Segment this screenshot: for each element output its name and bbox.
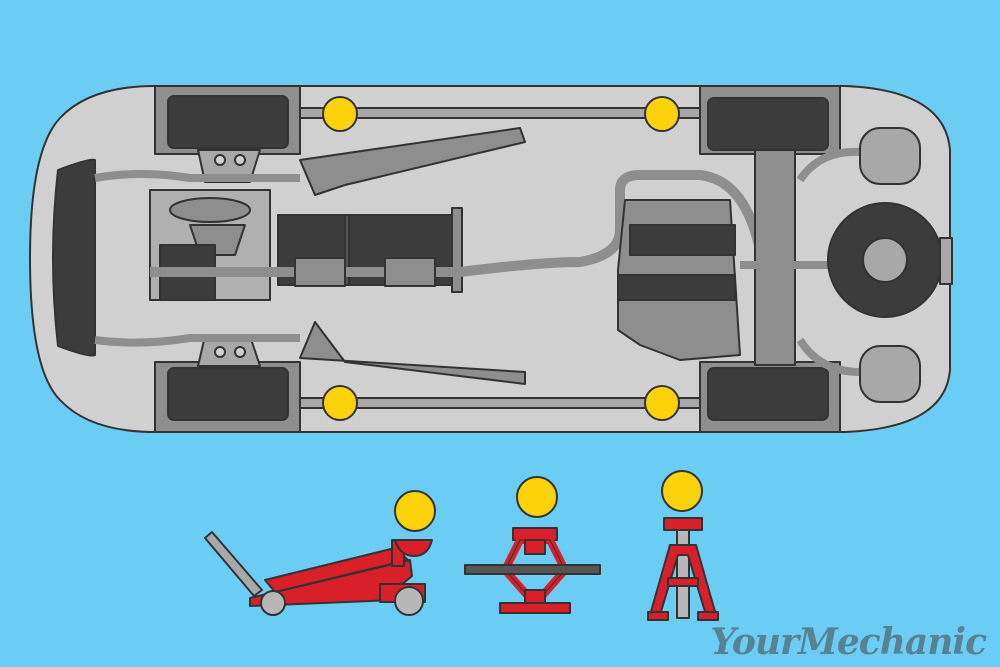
side-rail-bottom: [299, 397, 701, 409]
lift-point-jack-stand: [661, 470, 703, 512]
tire-rear-right: [707, 367, 829, 421]
lift-point-front-bottom: [322, 385, 358, 421]
lift-point-front-top: [322, 96, 358, 132]
spare-tire-hub: [862, 237, 908, 283]
tire-rear-left: [707, 97, 829, 151]
lift-point-rear-top: [644, 96, 680, 132]
side-rail-top: [299, 107, 701, 119]
scissor-jack-icon: [464, 476, 601, 614]
floor-jack-icon: [204, 490, 436, 616]
front-bumper: [52, 158, 96, 357]
exhaust-pipe: [150, 170, 765, 277]
jack-stand-icon: [647, 470, 719, 621]
rear-axle: [754, 149, 796, 366]
lift-point-floor-jack: [394, 490, 436, 532]
lift-point-scissor-jack: [516, 476, 558, 518]
control-arm-top: [299, 127, 526, 196]
rear-muffler-bottom: [859, 345, 921, 403]
muffler-front: [294, 257, 346, 287]
control-arm-bottom: [299, 321, 526, 385]
tire-front-right: [167, 367, 289, 421]
tire-front-left: [167, 95, 289, 149]
rear-muffler-top: [859, 127, 921, 185]
front-pipe-bottom: [94, 334, 300, 347]
muffler-mid: [384, 257, 436, 287]
front-pipe-top: [94, 170, 300, 182]
car-underside: [29, 85, 953, 433]
brand-watermark: YourMechanic: [710, 621, 987, 663]
lift-point-rear-bottom: [644, 385, 680, 421]
